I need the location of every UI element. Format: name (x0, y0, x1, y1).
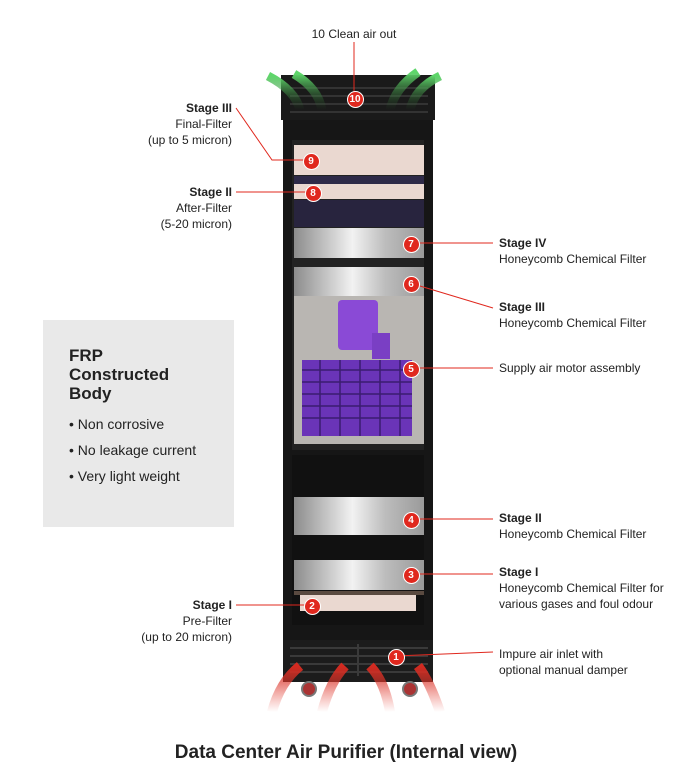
marker-8: 8 (304, 184, 322, 202)
callout-title: Stage III (185, 101, 232, 115)
callout-stage4-chemical: Stage IV Honeycomb Chemical Filter (499, 235, 646, 267)
callout-stage1-chemical: Stage I Honeycomb Chemical Filter for va… (499, 564, 664, 612)
callout-text: optional manual damper (499, 663, 628, 677)
callout-title: Stage III (499, 300, 546, 314)
callout-text: (5-20 micron) (160, 217, 232, 231)
callout-lines (235, 42, 494, 657)
impure-air-arrows (267, 662, 445, 714)
marker-6: 6 (402, 275, 420, 293)
callout-text: Impure air inlet with (499, 647, 604, 661)
diagram-caption: Data Center Air Purifier (Internal view) (174, 742, 518, 763)
callout-title: Stage I (499, 565, 539, 579)
marker-3: 3 (402, 566, 420, 584)
marker-5: 5 (402, 360, 420, 378)
heading-line: Constructed (69, 365, 170, 384)
feature-box: FRP Constructed Body • Non corrosive • N… (43, 320, 234, 527)
callout-stage2-after-filter: Stage II After-Filter (5-20 micron) (161, 184, 232, 232)
callout-motor-assembly: Supply air motor assembly (499, 360, 640, 376)
callout-text: Pre-Filter (182, 614, 232, 628)
marker-7: 7 (402, 235, 420, 253)
marker-1: 1 (387, 648, 405, 666)
callout-text: (up to 5 micron) (147, 133, 232, 147)
marker-10: 10 (346, 90, 364, 108)
heading-line: Body (69, 384, 112, 403)
callout-text: various gases and foul odour (499, 597, 654, 611)
callout-title: Stage II (189, 185, 232, 199)
wheel-icon (301, 681, 317, 697)
callout-text: Supply air motor assembly (499, 361, 641, 375)
callout-title: Stage I (192, 598, 232, 612)
marker-2: 2 (303, 597, 321, 615)
heading-line: FRP (69, 346, 103, 365)
clean-air-out-label: 10 Clean air out (311, 27, 397, 41)
feature-item: • Non corrosive (69, 416, 165, 432)
callout-text: Honeycomb Chemical Filter for (499, 581, 664, 595)
marker-9: 9 (302, 152, 320, 170)
callout-stage1-pre-filter: Stage I Pre-Filter (up to 20 micron) (141, 597, 232, 645)
callout-text: After-Filter (175, 201, 232, 215)
callout-text: Honeycomb Chemical Filter (499, 252, 647, 266)
callout-text: Final-Filter (175, 117, 232, 131)
callout-title: Stage II (499, 511, 542, 525)
callout-title: Stage IV (499, 236, 547, 250)
feature-heading: FRP Constructed Body (69, 346, 169, 403)
wheel-icon (402, 681, 418, 697)
marker-4: 4 (402, 511, 420, 529)
callout-stage3-final-filter: Stage III Final-Filter (up to 5 micron) (148, 100, 232, 148)
callout-text: Honeycomb Chemical Filter (499, 316, 647, 330)
callout-text: Honeycomb Chemical Filter (499, 527, 647, 541)
callout-stage2-chemical: Stage II Honeycomb Chemical Filter (499, 510, 646, 542)
feature-item: • No leakage current (69, 442, 197, 458)
feature-item: • Very light weight (69, 468, 180, 484)
callout-stage3-chemical: Stage III Honeycomb Chemical Filter (499, 299, 646, 331)
clean-air-arrows (265, 68, 443, 112)
feature-list: • Non corrosive • No leakage current • V… (69, 416, 196, 494)
callout-text: (up to 20 micron) (141, 630, 232, 644)
callout-air-inlet: Impure air inlet with optional manual da… (499, 646, 628, 678)
